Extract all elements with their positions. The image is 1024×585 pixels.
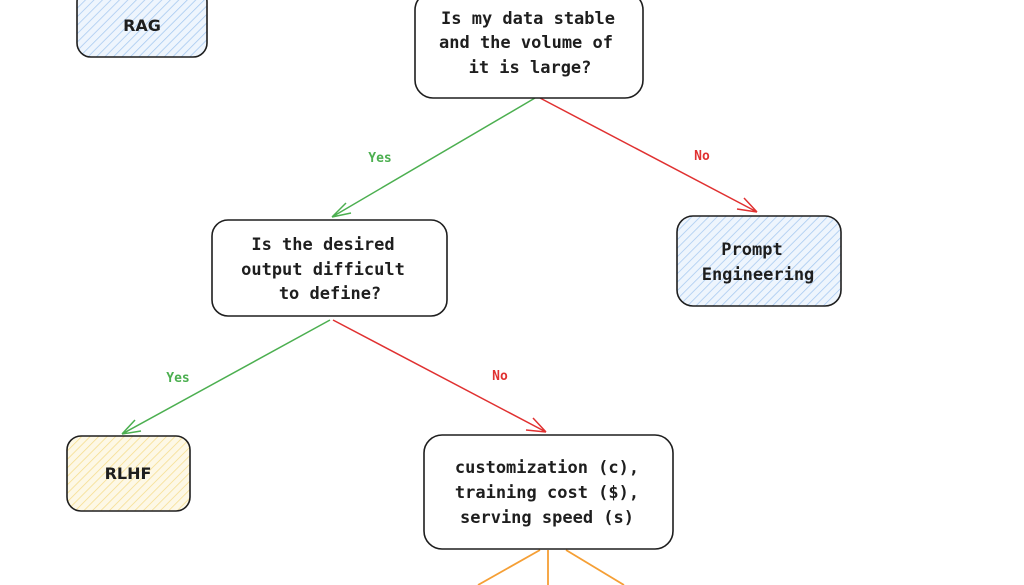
node-text-line: it is large?	[469, 58, 592, 78]
node-question-data-stable: Is my data stable and the volume of it i…	[414, 0, 644, 99]
node-text-line: to define?	[279, 284, 381, 304]
node-criteria: customization (c), training cost ($), se…	[423, 434, 674, 550]
edge-label-yes: Yes	[166, 371, 189, 386]
branch-line	[477, 549, 541, 585]
edge-q-output-no: No	[332, 319, 547, 433]
node-text-line: Prompt	[721, 240, 782, 260]
branch-line	[565, 549, 625, 585]
node-text-line: output difficult	[241, 260, 405, 280]
edge-q-data-yes: Yes	[331, 97, 536, 218]
node-question-output-difficult: Is the desired output difficult to defin…	[211, 219, 448, 317]
node-label: RAG	[123, 16, 161, 35]
node-label: RLHF	[105, 464, 152, 483]
node-text-line: training cost ($),	[455, 483, 639, 503]
node-text-line: Engineering	[702, 265, 815, 285]
edge-label-no: No	[694, 149, 710, 164]
node-text-line: customization (c),	[455, 458, 639, 478]
edge-q-output-yes: Yes	[121, 319, 331, 435]
node-rlhf: RLHF	[66, 435, 191, 512]
edge-label-yes: Yes	[368, 151, 391, 166]
node-text-line: Is my data stable	[441, 9, 615, 29]
node-text-line: and the volume of	[439, 33, 613, 53]
node-prompt-engineering: Prompt Engineering	[676, 215, 842, 307]
node-rag: RAG	[76, 0, 208, 58]
edge-q-data-no: No	[539, 97, 758, 213]
edge-label-no: No	[492, 369, 508, 384]
criteria-branches	[477, 549, 625, 585]
node-text-line: Is the desired	[251, 235, 394, 255]
node-text-line: serving speed (s)	[460, 508, 634, 528]
